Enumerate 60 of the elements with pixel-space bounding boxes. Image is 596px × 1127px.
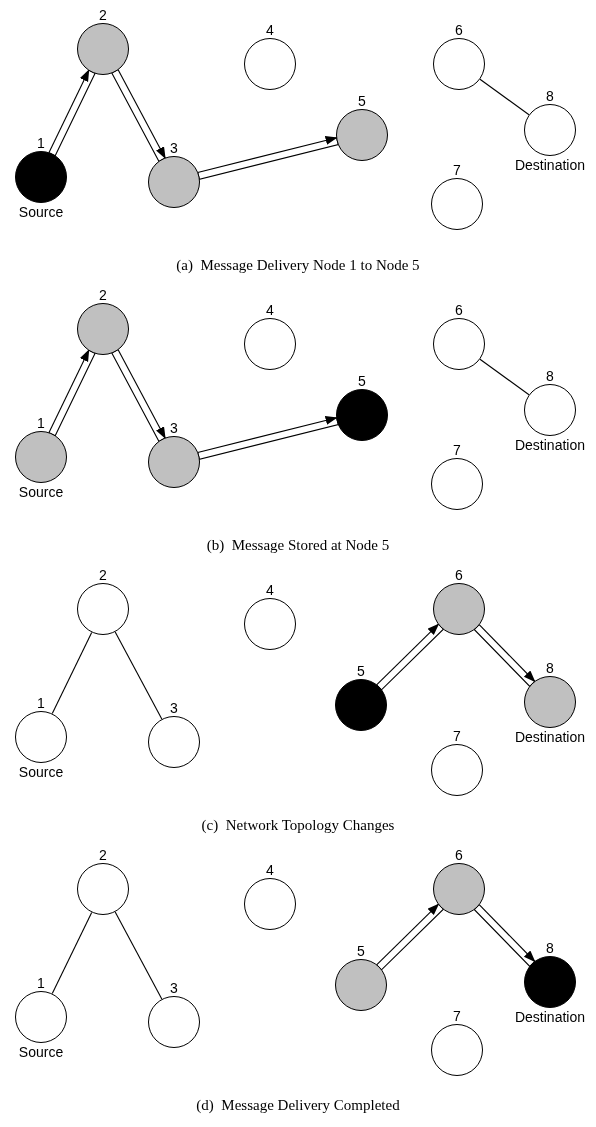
double-line-arrow <box>111 349 166 443</box>
double-line-arrow <box>473 624 536 688</box>
node-number: 7 <box>453 163 461 177</box>
node-number: 8 <box>546 661 554 675</box>
node-number: 3 <box>170 421 178 435</box>
panel-caption: (d) Message Delivery Completed <box>196 1098 400 1113</box>
node-caption: Source <box>18 765 64 779</box>
node-number: 6 <box>455 848 463 862</box>
node-caption: Destination <box>515 1010 585 1024</box>
node-number: 7 <box>453 729 461 743</box>
link-line <box>51 631 93 715</box>
double-line-arrow <box>48 349 96 437</box>
node-number: 6 <box>455 568 463 582</box>
node-number: 1 <box>37 976 45 990</box>
node-number: 7 <box>453 443 461 457</box>
node-caption: Destination <box>515 730 585 744</box>
double-line-arrow <box>376 903 445 971</box>
node-number: 8 <box>546 369 554 383</box>
node-number: 4 <box>266 863 274 877</box>
panel-caption: (c) Network Topology Changes <box>201 818 395 833</box>
node-number: 6 <box>455 23 463 37</box>
link-line <box>479 358 530 396</box>
node-caption: Source <box>18 1045 64 1059</box>
node-number: 8 <box>546 89 554 103</box>
node-number: 8 <box>546 941 554 955</box>
node-number: 2 <box>99 848 107 862</box>
node-number: 4 <box>266 23 274 37</box>
link-line <box>479 78 530 116</box>
link-line <box>114 911 163 1000</box>
node-caption: Source <box>18 205 64 219</box>
node-caption: Destination <box>515 438 585 452</box>
node-number: 1 <box>37 136 45 150</box>
node-number: 3 <box>170 141 178 155</box>
node-number: 4 <box>266 583 274 597</box>
panel-caption: (b) Message Stored at Node 5 <box>206 538 390 553</box>
node-number: 7 <box>453 1009 461 1023</box>
node-number: 2 <box>99 568 107 582</box>
node-number: 4 <box>266 303 274 317</box>
link-line <box>51 911 93 995</box>
double-line-arrow <box>197 136 339 180</box>
node-number: 1 <box>37 416 45 430</box>
node-number: 3 <box>170 981 178 995</box>
node-number: 2 <box>99 8 107 22</box>
panel-caption: (a) Message Delivery Node 1 to Node 5 <box>176 258 420 273</box>
double-line-arrow <box>376 623 445 691</box>
node-number: 5 <box>358 374 366 388</box>
node-number: 2 <box>99 288 107 302</box>
double-line-arrow <box>473 904 536 968</box>
double-line-arrow <box>111 69 166 163</box>
node-number: 3 <box>170 701 178 715</box>
node-number: 5 <box>357 944 365 958</box>
node-number: 1 <box>37 696 45 710</box>
link-line <box>114 631 163 720</box>
node-number: 6 <box>455 303 463 317</box>
node-number: 5 <box>358 94 366 108</box>
node-number: 5 <box>357 664 365 678</box>
node-caption: Source <box>18 485 64 499</box>
double-line-arrow <box>197 416 339 460</box>
double-line-arrow <box>48 69 96 157</box>
node-caption: Destination <box>515 158 585 172</box>
